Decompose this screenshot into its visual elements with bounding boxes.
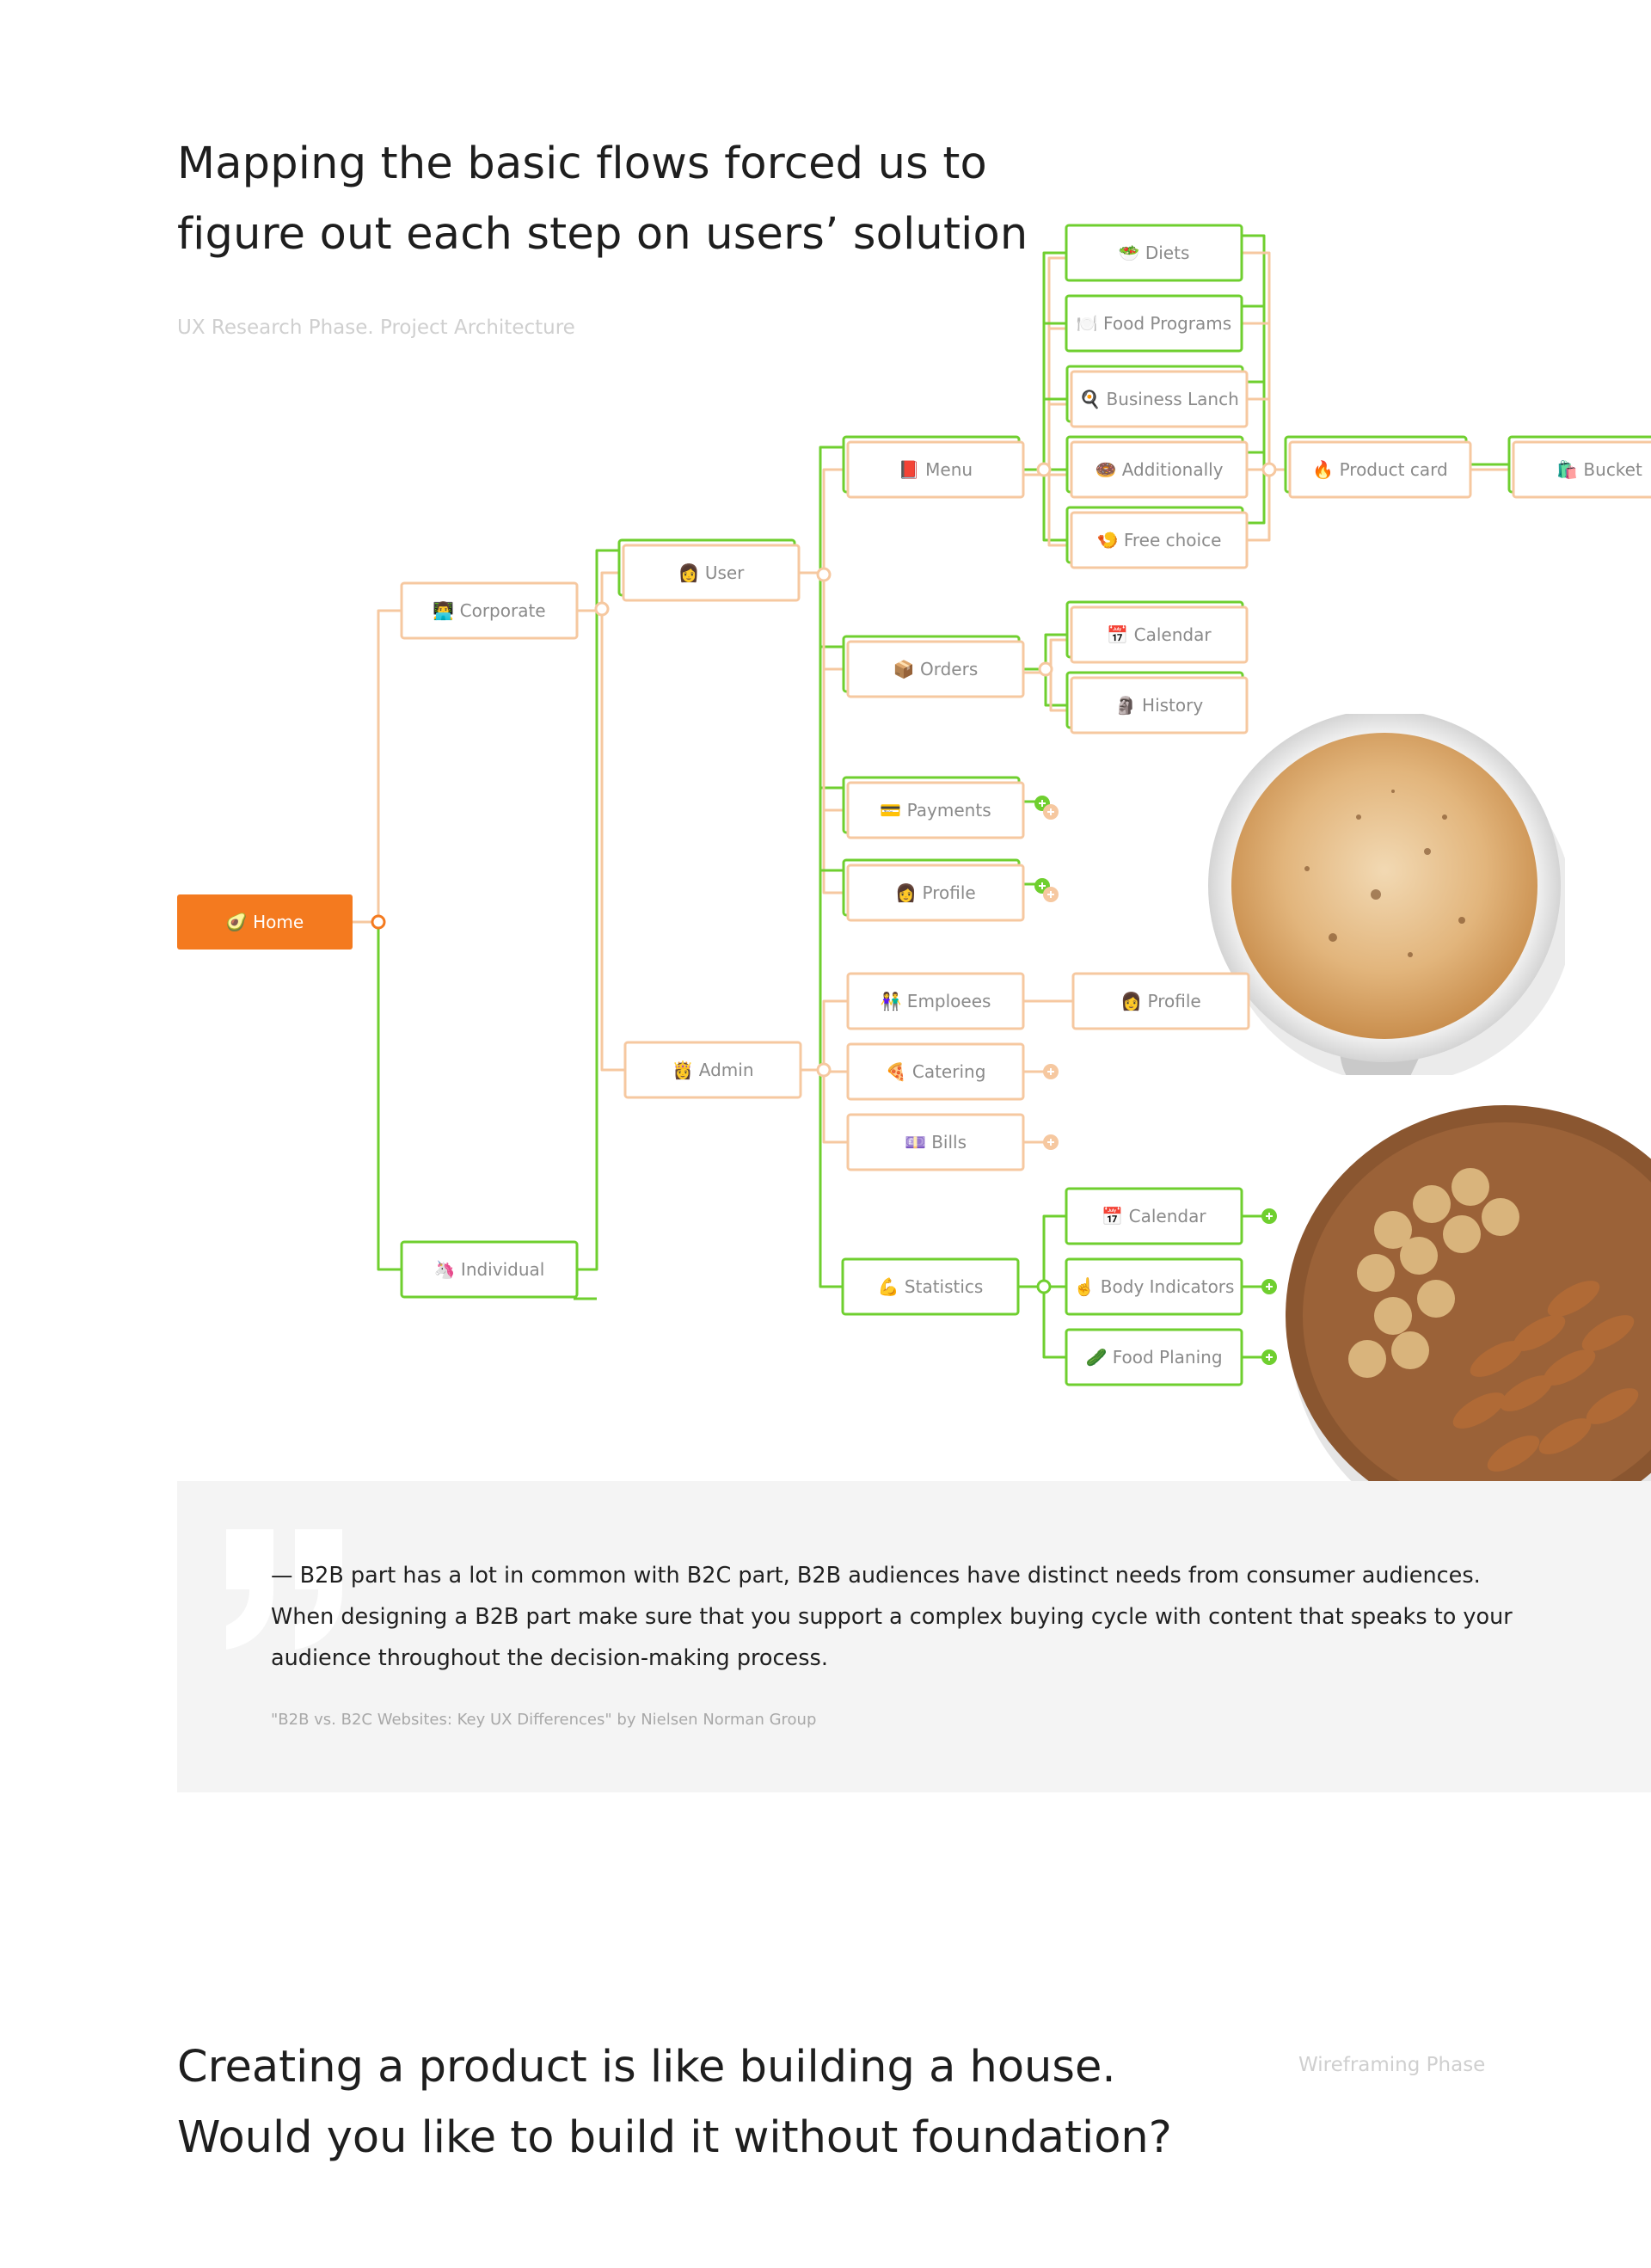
quote-text: — B2B part has a lot in common with B2C …	[271, 1563, 1513, 1671]
flow-node-additionally[interactable]: 🍩 Additionally	[1065, 435, 1249, 499]
flow-node-calendar-orders[interactable]: 📅 Calendar	[1065, 600, 1249, 664]
flow-node-label: 🍩 Additionally	[1095, 459, 1223, 480]
flow-node-label: 👸 Admin	[672, 1060, 754, 1080]
architecture-flow-diagram: 🥑 Home 👨‍💻 Corporate 🦄 Individual 👩 User 👸 A…	[177, 224, 1651, 1386]
flow-node-user[interactable]: 👩 User	[617, 538, 801, 602]
section2-title: Creating a product is like building a ho…	[177, 2032, 1209, 2173]
flow-node-emploees[interactable]: 👫 Emploees	[846, 972, 1025, 1030]
section-title-line-1: Mapping the basic flows forced us to	[177, 138, 987, 189]
flow-node-calendar-stats[interactable]: 📅 Calendar	[1065, 1187, 1243, 1245]
coffee-cup-image	[1208, 714, 1565, 1075]
flow-node-profile-admin[interactable]: 👩 Profile	[1071, 972, 1250, 1030]
flow-node-label: 🥗 Diets	[1119, 243, 1190, 263]
flow-node-label: 🍤 Free choice	[1097, 530, 1222, 550]
flow-node-label: 📅 Calendar	[1102, 1206, 1206, 1226]
flow-node-label: ☝️ Body Indicators	[1074, 1276, 1235, 1297]
flow-node-bucket[interactable]: 🛍️ Bucket	[1507, 435, 1651, 499]
flow-node-catering[interactable]: 🍕 Catering	[846, 1042, 1025, 1101]
flow-node-history[interactable]: 🗿 History	[1065, 671, 1249, 734]
flow-node-label: 📕 Menu	[899, 459, 973, 480]
flow-node-label: 👩 User	[678, 562, 746, 583]
flow-node-free-choice[interactable]: 🍤 Free choice	[1065, 506, 1249, 569]
flow-nodes: 🥑 Home 👨‍💻 Corporate 🦄 Individual 👩 User 👸 A…	[177, 224, 1651, 1386]
section2-title-line-2: Would you like to build it without found…	[177, 2112, 1172, 2163]
flow-node-body-indicators[interactable]: ☝️ Body Indicators	[1065, 1257, 1243, 1316]
junction-dots	[371, 462, 1277, 1365]
flow-node-corporate[interactable]: 👨‍💻 Corporate	[400, 581, 579, 640]
flow-node-label: 💷 Bills	[905, 1132, 967, 1152]
flow-node-food-programs[interactable]: 🍽️ Food Programs	[1065, 294, 1243, 353]
flow-node-food-planing[interactable]: 🥒 Food Planing	[1065, 1328, 1243, 1386]
flow-node-individual[interactable]: 🦄 Individual	[400, 1240, 579, 1299]
flow-node-label: 🍽️ Food Programs	[1077, 313, 1231, 334]
flow-node-label: 👫 Emploees	[881, 991, 991, 1011]
flow-node-label: 🍳 Business Lanch	[1079, 389, 1239, 409]
section2-title-line-1: Creating a product is like building a ho…	[177, 2042, 1116, 2093]
flow-node-label: 👩 Profile	[895, 882, 975, 903]
phase-caption: UX Research Phase. Project Architecture	[177, 317, 575, 339]
flow-node-admin[interactable]: 👸 Admin	[623, 1041, 802, 1099]
flow-node-label: 🥒 Food Planing	[1085, 1347, 1222, 1368]
flow-node-diets[interactable]: 🥗 Diets	[1065, 224, 1243, 282]
flow-node-label: 💪 Statistics	[878, 1276, 984, 1297]
flow-node-product-card[interactable]: 🔥 Product card	[1284, 435, 1472, 499]
flow-node-label: 🍕 Catering	[886, 1061, 986, 1082]
flow-node-label: 🔥 Product card	[1312, 459, 1447, 480]
quote-mark-icon	[226, 1529, 342, 1650]
flow-node-label: 🗿 History	[1115, 695, 1204, 716]
nuts-bowl-image	[1286, 1105, 1651, 1548]
flow-node-label: 👩 Profile	[1120, 991, 1200, 1011]
flow-node-payments[interactable]: 💳 Payments	[842, 776, 1025, 839]
flow-node-home[interactable]: 🥑 Home	[177, 894, 353, 950]
connector-lines	[353, 234, 1513, 1359]
flow-node-bills[interactable]: 💷 Bills	[846, 1113, 1025, 1171]
flow-node-label: 🥑 Home	[226, 911, 304, 932]
section-title-line-2: figure out each step on users’ solution	[177, 209, 1028, 260]
flow-node-menu[interactable]: 📕 Menu	[842, 435, 1025, 499]
quote-source: "B2B vs. B2C Websites: Key UX Difference…	[271, 1711, 817, 1729]
flow-node-label: 👨‍💻 Corporate	[433, 600, 545, 621]
flow-node-label: 💳 Payments	[880, 800, 991, 821]
flow-node-label: 📦 Orders	[893, 659, 979, 679]
flow-node-orders[interactable]: 📦 Orders	[842, 635, 1025, 698]
flow-node-business-lanch[interactable]: 🍳 Business Lanch	[1065, 365, 1249, 428]
flow-node-profile-user[interactable]: 👩 Profile	[842, 858, 1025, 922]
section-title: Mapping the basic flows forced us to fig…	[177, 129, 1037, 270]
wireframing-phase-caption: Wireframing Phase	[1298, 2054, 1486, 2076]
flow-node-statistics[interactable]: 💪 Statistics	[841, 1257, 1020, 1316]
flow-node-label: 📅 Calendar	[1107, 624, 1212, 645]
quote-block: — B2B part has a lot in common with B2C …	[177, 1481, 1651, 1792]
flow-node-label: 🛍️ Bucket	[1556, 459, 1642, 480]
flow-node-label: 🦄 Individual	[434, 1259, 545, 1280]
